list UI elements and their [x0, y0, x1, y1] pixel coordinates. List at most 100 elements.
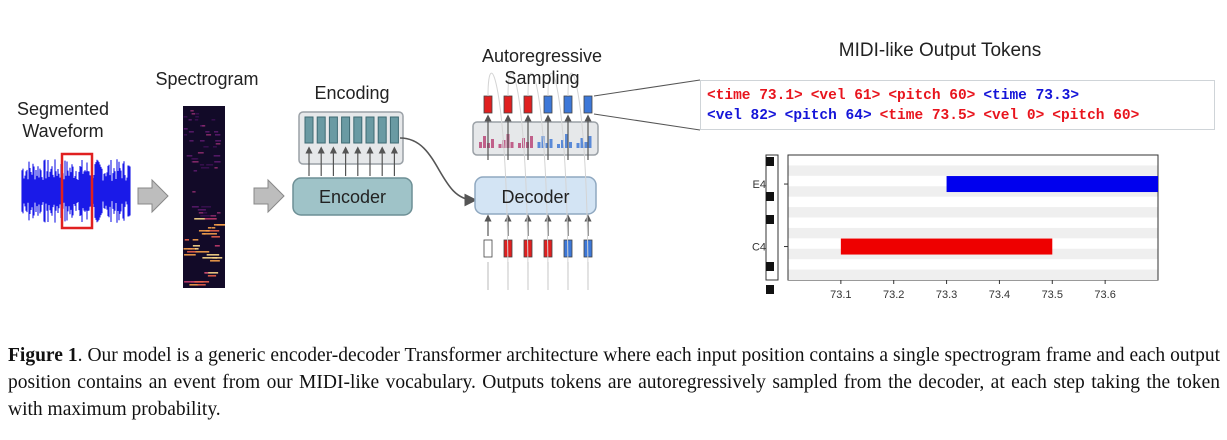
waveform-trace	[21, 159, 131, 223]
spectrogram-band	[216, 224, 225, 226]
encoder-block	[292, 177, 413, 216]
spectrogram-band	[184, 239, 190, 241]
figure-caption: Figure 1. Our model is a generic encoder…	[8, 342, 1220, 423]
spectrogram-band	[192, 239, 199, 241]
spectrogram-band	[192, 191, 196, 193]
caption-text: . Our model is a generic encoder-decoder…	[8, 345, 1220, 420]
spectrogram-band	[202, 212, 208, 214]
black-key	[766, 192, 774, 201]
decoder-token-columns	[483, 72, 593, 291]
spectrogram-band	[194, 248, 199, 250]
spectrogram-band	[195, 251, 210, 253]
feedback-curve	[507, 72, 529, 291]
spectrogram-band	[200, 125, 205, 127]
encoding-label: Encoding	[314, 83, 390, 103]
spectrogram-band	[211, 227, 216, 229]
segment-window	[60, 152, 94, 230]
probability-bar	[537, 142, 541, 148]
spectrogram-band	[202, 257, 218, 259]
x-tick-label: 73.6	[1094, 289, 1115, 301]
x-tick-label: 73.5	[1042, 289, 1063, 301]
output-token	[543, 95, 553, 114]
output-token	[483, 95, 493, 114]
spectrogram-bands	[183, 110, 225, 286]
spectrogram-band	[203, 146, 209, 148]
sampling-label: Autoregressive Sampling	[466, 45, 618, 89]
encoding-bar	[389, 116, 399, 144]
y-tick-label: E4	[753, 179, 766, 191]
spectrogram-band	[183, 116, 188, 118]
probability-bar	[569, 142, 572, 148]
spectrogram-band	[210, 215, 217, 217]
token: <vel 0>	[983, 108, 1045, 124]
spectrogram-band	[188, 131, 194, 133]
spectrogram-band	[197, 284, 206, 286]
spectrogram-band	[212, 257, 217, 259]
output-token	[583, 95, 593, 114]
token: <pitch 60>	[888, 88, 976, 104]
spectrogram-band	[204, 272, 209, 274]
spectrogram-band	[183, 128, 188, 130]
spectrogram-band	[188, 119, 192, 121]
encoder-to-decoder-arrow	[399, 137, 478, 207]
token-pointer-bottom	[593, 113, 701, 131]
output-tokens-title: MIDI-like Output Tokens	[838, 40, 1042, 61]
decoder-label: Decoder	[501, 187, 570, 207]
wave-to-spec-arrow	[137, 178, 169, 214]
probability-bar	[545, 143, 549, 148]
spectrogram-band	[186, 155, 193, 157]
sampling-label-line1: Autoregressive	[481, 46, 603, 66]
probability-bar	[498, 144, 502, 148]
note-bar	[840, 238, 1053, 255]
probability-bar	[588, 136, 592, 148]
encoder-output-arrows	[305, 146, 398, 176]
spectrogram-band	[214, 134, 221, 136]
spectrogram-band	[205, 131, 210, 133]
spectrogram-band	[183, 248, 197, 250]
probability-panel	[472, 121, 599, 156]
spectrogram-band	[192, 161, 199, 163]
row-stripe	[788, 269, 1158, 280]
spectrogram-band	[191, 158, 199, 160]
output-token	[503, 95, 513, 114]
spectrogram-band	[206, 164, 214, 166]
spectrogram-band	[213, 155, 221, 157]
black-key	[766, 215, 774, 224]
spectrogram-band	[214, 245, 220, 247]
spectrogram-band	[211, 236, 220, 238]
spectrogram-band	[194, 119, 199, 121]
caption-label: Figure 1	[8, 345, 78, 366]
spectrogram-band	[204, 218, 217, 220]
spectrogram-band	[207, 227, 212, 229]
token: <time 73.1>	[707, 88, 803, 104]
probability-bar	[549, 139, 553, 148]
token-sequence-box: <time 73.1><vel 61><pitch 60><time 73.3>…	[700, 80, 1215, 130]
spectrogram-band	[195, 116, 199, 118]
spectrogram-band	[197, 152, 204, 154]
spectrogram-band	[193, 170, 198, 172]
feedback-curve	[547, 72, 569, 291]
spectrogram-band	[197, 209, 206, 211]
row-stripe	[788, 227, 1158, 239]
spectrogram-band	[214, 167, 218, 169]
probability-bar	[584, 142, 588, 148]
output-token	[563, 95, 573, 114]
encoding-bar	[365, 116, 375, 144]
token-line-2: <vel 82><pitch 64><time 73.5><vel 0><pit…	[707, 106, 1214, 126]
spectrogram-band	[205, 230, 210, 232]
token: <pitch 64>	[784, 108, 872, 124]
spectrogram-band	[190, 110, 194, 112]
probability-bar	[518, 143, 521, 148]
spectrogram-band	[213, 146, 217, 148]
encoding-bar	[316, 116, 326, 144]
spectrogram-band	[215, 257, 223, 259]
probability-bar	[530, 136, 533, 148]
spectrogram-band	[187, 251, 196, 253]
spectrogram-band	[194, 281, 210, 283]
spectrogram-band	[211, 119, 216, 121]
x-tick-label: 73.3	[936, 289, 957, 301]
spectrogram-band	[203, 233, 217, 235]
encoding-bar	[328, 116, 338, 144]
